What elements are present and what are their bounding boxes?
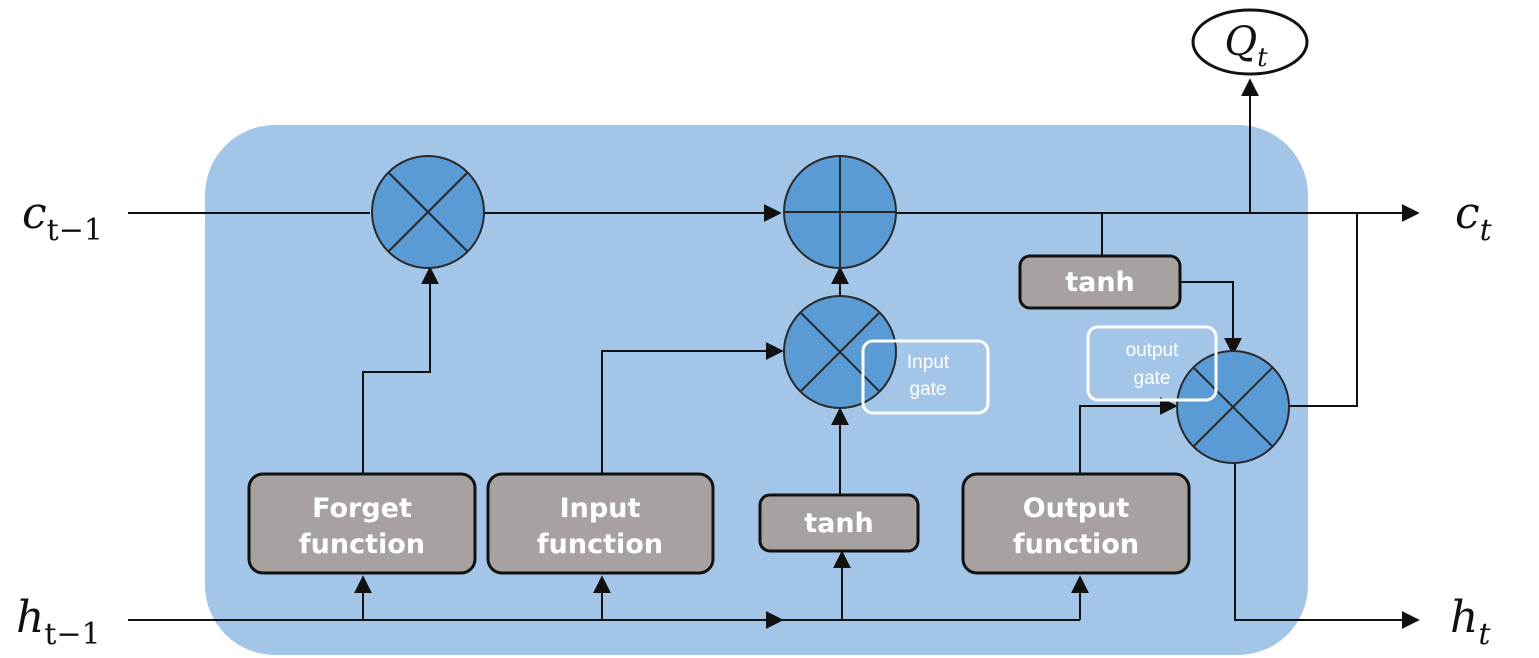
c-prev-label: ct−1 — [22, 188, 103, 248]
output-gate-label: output gate — [1086, 325, 1218, 402]
c-prev-subscript: t−1 — [47, 213, 103, 248]
input-gate-label-line2: gate — [910, 379, 947, 400]
wires — [128, 78, 1420, 629]
output-function-box: Output function — [961, 472, 1191, 575]
q-symbol: Q — [1224, 19, 1257, 65]
c-t-label: ct — [1455, 188, 1493, 248]
forget-function-box: Forget function — [247, 472, 477, 575]
input-function-line1: Input — [560, 493, 641, 524]
input-gate-label: Input gate — [861, 339, 990, 415]
output-function-line2: function — [1013, 529, 1139, 560]
tanh-mid-box: tanh — [758, 493, 920, 553]
input-gate-multiply-operator — [783, 295, 897, 409]
input-function-box: Input function — [486, 472, 715, 575]
h-prev-label: ht−1 — [16, 592, 101, 652]
input-gate-label-line1: Input — [907, 352, 950, 373]
output-function-line1: Output — [1023, 493, 1130, 524]
c-prev-symbol: c — [22, 188, 47, 239]
output-gate-label-line1: output — [1126, 340, 1180, 361]
tanh-mid-label: tanh — [804, 508, 874, 539]
output-gate-label-line2: gate — [1134, 368, 1171, 389]
forget-function-line1: Forget — [312, 493, 412, 524]
h-t-subscript: t — [1478, 617, 1491, 652]
tanh-top-box: tanh — [1018, 254, 1182, 310]
q-subscript: t — [1257, 43, 1268, 73]
h-prev-subscript: t−1 — [44, 617, 100, 652]
forget-function-line2: function — [299, 529, 425, 560]
h-t-symbol: h — [1450, 592, 1478, 643]
cell-background — [205, 125, 1308, 655]
c-t-symbol: c — [1455, 188, 1480, 239]
h-t-label: ht — [1450, 592, 1491, 652]
svg-text:Qt: Qt — [1224, 19, 1268, 73]
cell-add-operator — [783, 155, 897, 269]
q-output-node: Qt — [1191, 8, 1309, 76]
c-t-subscript: t — [1480, 213, 1493, 248]
h-prev-symbol: h — [16, 592, 44, 643]
forget-multiply-operator — [371, 155, 485, 269]
output-gate-multiply-operator — [1176, 350, 1290, 464]
input-function-line2: function — [537, 529, 663, 560]
tanh-top-label: tanh — [1065, 267, 1135, 298]
